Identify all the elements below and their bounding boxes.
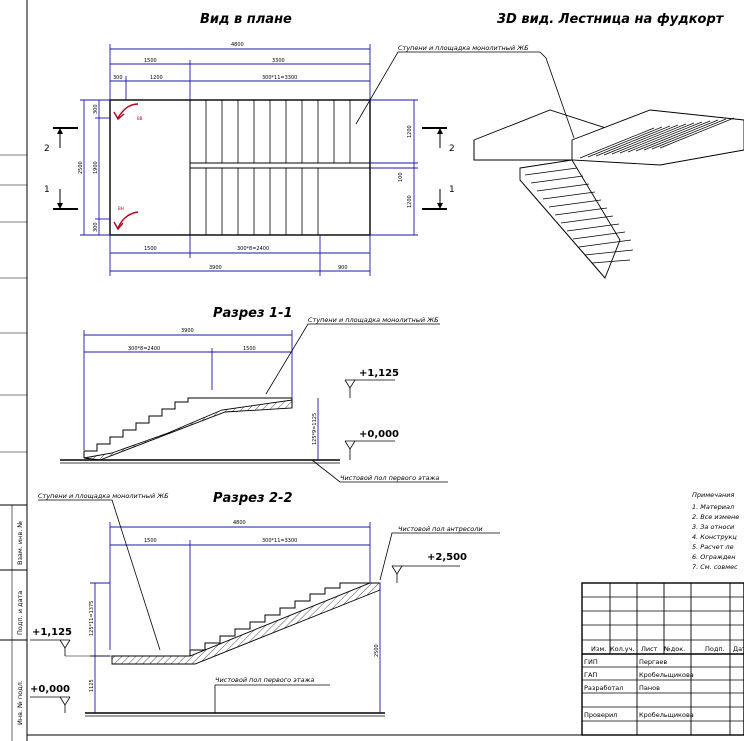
svg-text:2: 2 xyxy=(44,144,50,154)
note-item: 1. Материал xyxy=(692,503,734,511)
arrow-down-label: ВН xyxy=(118,206,124,211)
svg-text:1: 1 xyxy=(44,185,50,195)
margin-label-sign: Подп. и дата xyxy=(16,591,24,635)
note-item: 4. Конструкц xyxy=(692,533,737,541)
sec11-dim-steps: 300*8=2400 xyxy=(128,346,160,352)
note-item: 5. Расчет ле xyxy=(692,543,734,551)
dim-right-bottom: 900 xyxy=(338,265,348,271)
sec11-level-0000: +0,000 xyxy=(359,429,399,440)
svg-text:1: 1 xyxy=(449,185,455,195)
tb-role: Разработал xyxy=(584,684,623,692)
section-marker-2-right: 2 xyxy=(422,127,455,154)
sec22-callout-monolith: Ступени и площадка монолитный ЖБ xyxy=(38,492,169,500)
margin-label-inv: Инв. № подл. xyxy=(16,680,24,725)
sec22-level-2500: +2,500 xyxy=(427,552,467,563)
sec11-level-1125: +1,125 xyxy=(359,368,399,379)
title-block: Изм. Кол.уч. Лист №док. Подп. Дат ГИП Пе… xyxy=(581,582,744,736)
dim-overall-bottom: 3900 xyxy=(209,265,222,271)
tb-name: Панов xyxy=(639,684,660,692)
sec22-dim-landing: 1500 xyxy=(144,538,157,544)
margin-label-replace: Взам. инв. № xyxy=(16,521,24,565)
sec22-dim-total: 4800 xyxy=(233,520,246,526)
tb-header-cell: Лист xyxy=(641,645,658,653)
note-item: 6. Огражден xyxy=(692,553,736,561)
sec11-callout-monolith: Ступени и площадка монолитный ЖБ xyxy=(308,316,439,324)
dim-right-mid: 100 xyxy=(398,172,404,182)
dim-flight-top: 3300 xyxy=(272,58,285,64)
sec22-callout-floor: Чистовой пол первого этажа xyxy=(215,676,314,684)
note-item: 7. См. совмес xyxy=(692,563,738,571)
sec11-dim-rise: 125*9=1125 xyxy=(312,413,318,445)
section11-title: Разрез 1-1 xyxy=(213,306,293,321)
svg-text:2: 2 xyxy=(449,144,455,154)
section-1-1: 3900 300*8=2400 1500 125*9=1125 +1,125 +… xyxy=(60,316,448,483)
dim-left-top: 300 xyxy=(93,104,99,114)
dim-left-bottom: 300 xyxy=(93,222,99,232)
sec11-callout-floor: Чистовой пол первого этажа xyxy=(340,474,439,482)
notes-block: Примечания 1. Материал 2. Все измене 3. … xyxy=(692,491,739,571)
tb-role: ГАП xyxy=(584,671,597,679)
note-item: 3. За относи xyxy=(692,523,734,531)
sec22-level-1125: +1,125 xyxy=(32,627,72,638)
dim-right-bottom2: 1200 xyxy=(407,195,413,208)
dim-right-top: 1200 xyxy=(407,125,413,138)
direction-arrow-down xyxy=(117,211,139,229)
sec22-dim-base: 1125 xyxy=(89,679,95,692)
section-marker-2-left: 2 xyxy=(44,127,78,154)
plan-callout-monolith: Ступени и площадка монолитный ЖБ xyxy=(398,44,529,52)
sec22-dim-height: 2500 xyxy=(374,644,380,657)
tb-name: Кробельщикова xyxy=(639,671,694,679)
section-2-2: 4800 1500 300*11=3300 125*11=1375 1125 2… xyxy=(30,492,500,717)
section22-title: Разрез 2-2 xyxy=(213,491,293,506)
note-item: 2. Все измене xyxy=(692,513,739,521)
section-marker-1-right: 1 xyxy=(422,185,455,210)
dim-left-mid: 1900 xyxy=(93,161,99,174)
dim-gap: 300 xyxy=(113,75,123,81)
tb-role: Проверил xyxy=(584,711,617,719)
view3d-title: 3D вид. Лестница на фудкорт xyxy=(497,12,725,27)
sec22-dim-rise: 125*11=1375 xyxy=(89,601,95,636)
tb-role: ГИП xyxy=(584,658,598,666)
dim-steps-top: 300*11=3300 xyxy=(262,75,297,81)
sec22-dim-steps: 300*11=3300 xyxy=(262,538,297,544)
tb-header-cell: Изм. xyxy=(591,645,606,653)
tb-header-cell: Дат xyxy=(733,645,744,653)
dim-landing-bottom: 1500 xyxy=(144,246,157,252)
sec11-dim-landing: 1500 xyxy=(243,346,256,352)
tb-name: Кробельщикова xyxy=(639,711,694,719)
sec22-callout-mezzanine: Чистовой пол антресоли xyxy=(398,525,483,533)
dim-landing-top: 1500 xyxy=(144,58,157,64)
arrow-up-label: ВВ xyxy=(137,116,143,121)
arrow-head-icon xyxy=(113,111,125,121)
direction-arrow-up xyxy=(117,103,139,119)
tb-header-cell: №док. xyxy=(663,645,685,653)
tb-name: Пергаев xyxy=(639,658,667,666)
plan-title: Вид в плане xyxy=(200,12,292,27)
dim-steps-bottom: 300*8=2400 xyxy=(237,246,269,252)
arrow-head-icon xyxy=(113,221,124,231)
section-marker-1-left: 1 xyxy=(44,185,78,210)
sec22-level-0000: +0,000 xyxy=(30,684,70,695)
dim-landing-inner: 1200 xyxy=(150,75,163,81)
dim-left-total: 2500 xyxy=(78,161,84,174)
notes-heading: Примечания xyxy=(692,491,734,499)
plan-view: ВВ ВН 2 1 2 1 xyxy=(44,42,540,276)
dim-total-top: 4800 xyxy=(231,42,244,48)
tb-header-cell: Кол.уч. xyxy=(610,645,635,653)
tb-header-cell: Подп. xyxy=(705,645,725,653)
sec11-dim-total: 3900 xyxy=(181,328,194,334)
stair-3d-view xyxy=(473,51,744,279)
